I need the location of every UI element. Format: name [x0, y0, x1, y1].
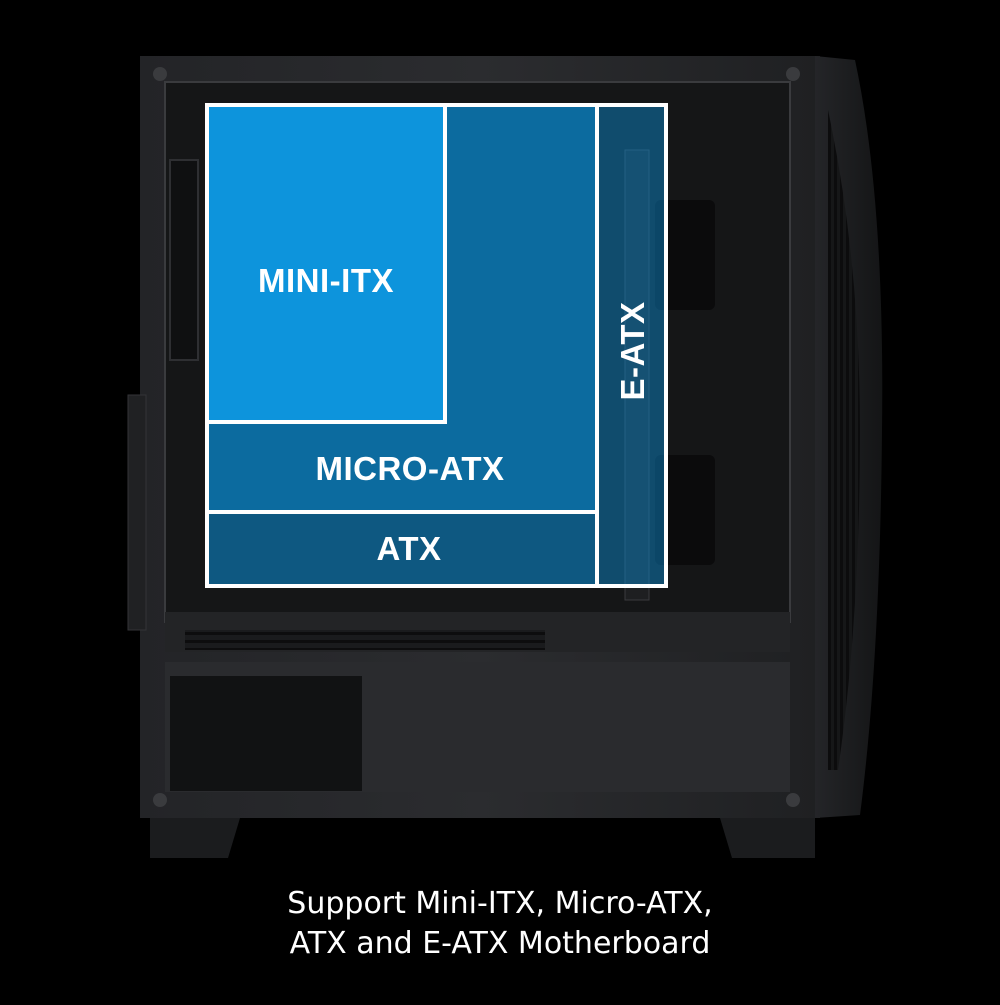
e-atx-area: [598, 105, 666, 586]
micro-atx-label: MICRO-ATX: [315, 450, 505, 487]
mini-itx-label: MINI-ITX: [258, 262, 394, 299]
screw-top-right: [786, 67, 800, 81]
cable-grommet-top: [655, 200, 715, 310]
front-mesh: [828, 110, 860, 770]
psu-cutout: [170, 676, 362, 791]
caption-line-2: ATX and E-ATX Motherboard: [289, 926, 711, 961]
screw-bottom-left: [153, 793, 167, 807]
e-atx-label: E-ATX: [614, 301, 651, 401]
shroud-vent: [185, 630, 545, 650]
pci-brackets: [127, 394, 147, 631]
cable-grommet-bottom: [655, 455, 715, 565]
case-foot-left: [150, 818, 240, 858]
screw-bottom-right: [786, 793, 800, 807]
case-foot-right: [720, 818, 815, 858]
cable-rail: [624, 149, 650, 601]
caption-line-1: Support Mini-ITX, Micro-ATX,: [287, 886, 713, 921]
rear-fan: [169, 159, 199, 361]
screw-top-left: [153, 67, 167, 81]
atx-label: ATX: [376, 530, 442, 567]
mini-itx-area: [207, 105, 445, 422]
mini-itx-outline: [205, 103, 447, 424]
